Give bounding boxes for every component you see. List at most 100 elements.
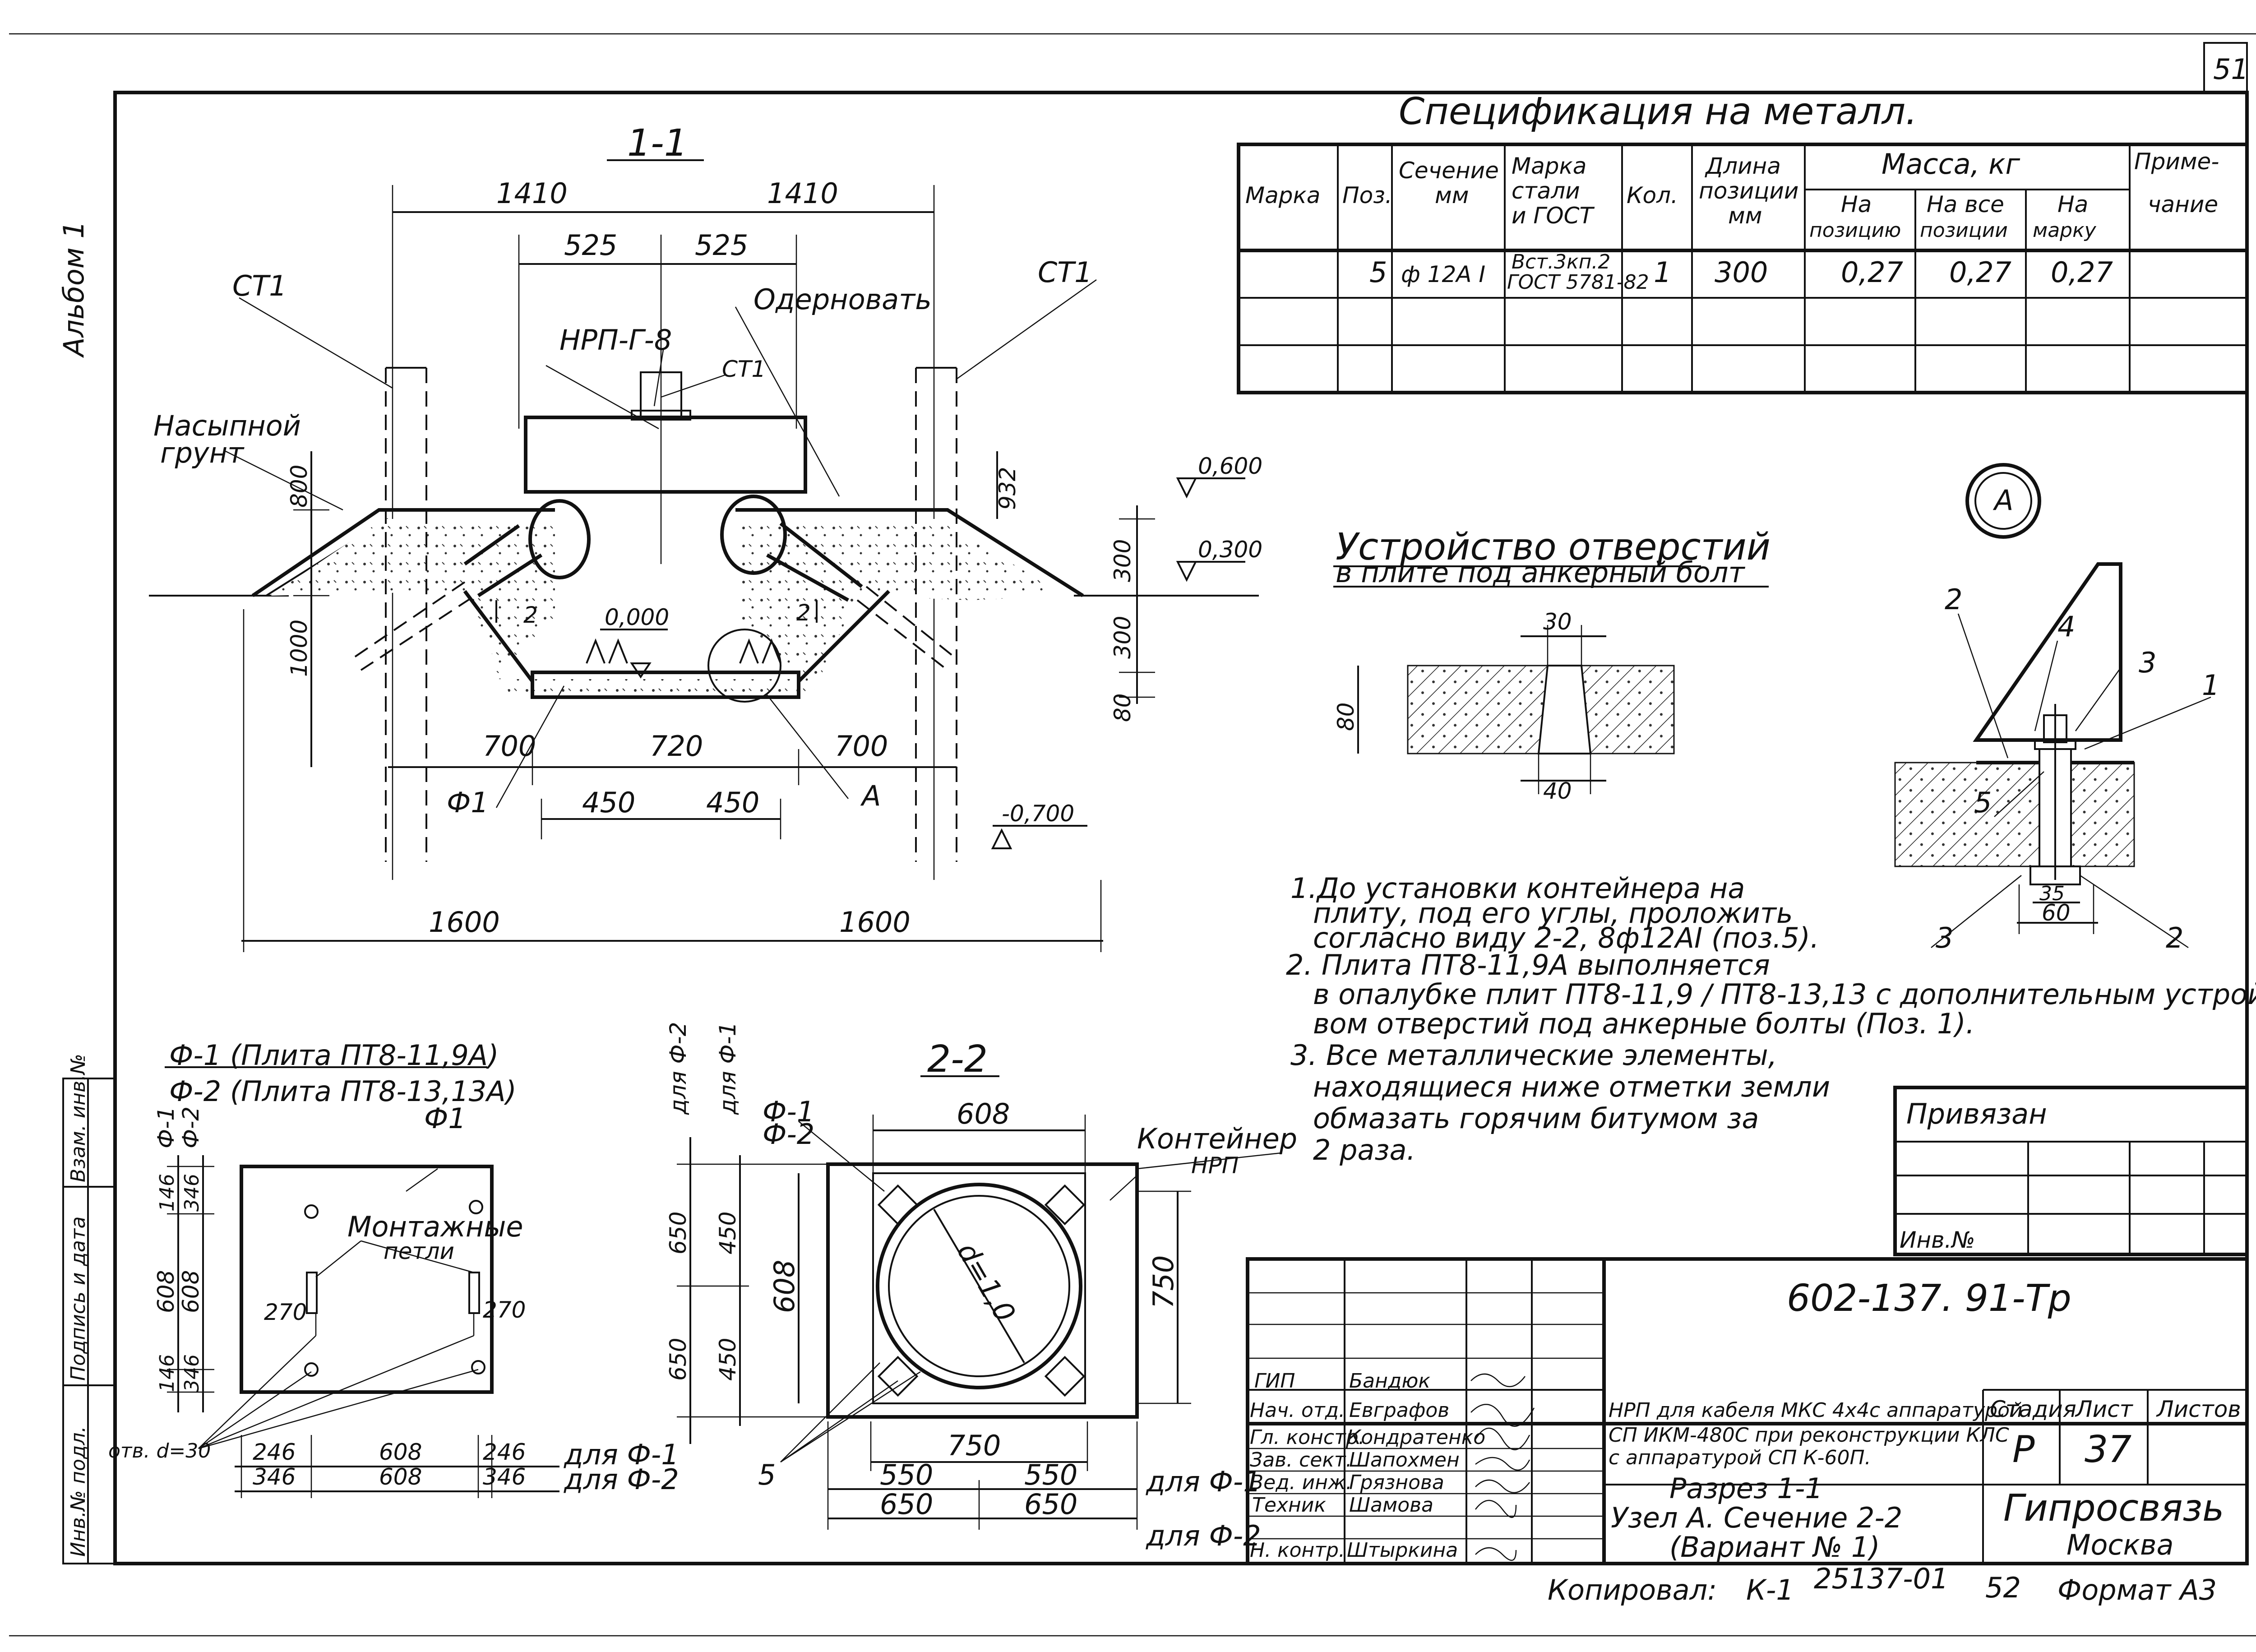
sheets-header: Листов xyxy=(2156,1396,2241,1422)
holes-title-1: Устройство отверстий xyxy=(1336,526,1771,569)
sheet-frame xyxy=(9,33,2256,1637)
node-a-dim-60: 60 xyxy=(2042,900,2071,926)
plan-dim-146-bottom: 146 xyxy=(156,1354,179,1392)
stamp-signature-date: Подпись и дата xyxy=(67,1217,90,1381)
plan-title-2: Ф-2 (Плита ПТ8-13,13А) xyxy=(169,1075,517,1108)
spec-h-len-2: позиции xyxy=(1699,178,1798,204)
plan-dim-346-top: 346 xyxy=(180,1174,203,1212)
view-label-f1: Ф-1 xyxy=(763,1095,814,1128)
desc-line-2: СП ИКМ-480С при реконструкции КЛС xyxy=(1609,1424,2009,1447)
spec-h-steel-3: и ГОСТ xyxy=(1512,203,1595,229)
plan-dim-270-right: 270 xyxy=(483,1297,526,1323)
spec-table-grid xyxy=(1237,143,2249,394)
sheet-header: Лист xyxy=(2075,1396,2134,1422)
dim-1410-left: 1410 xyxy=(496,177,568,210)
plan-b346-right: 346 xyxy=(483,1464,526,1490)
spec-h-qty: Кол. xyxy=(1627,182,1678,208)
album-label: Альбом 1 xyxy=(57,221,90,358)
plan-f1-f2-drawing xyxy=(165,1066,559,1498)
cut-2-right: 2 xyxy=(796,600,811,626)
dim-720: 720 xyxy=(650,730,703,763)
level-0600: 0,600 xyxy=(1198,453,1262,479)
node-a-pos-2-top: 2 xyxy=(1945,583,1962,616)
plan-b246-right: 246 xyxy=(483,1439,526,1465)
spec-row-m-all: 0,27 xyxy=(1949,256,2011,289)
side-stamp xyxy=(62,1078,116,1564)
spec-h-all-pos-1: На все xyxy=(1927,191,2004,217)
spec-row-steel-1: Вст.3кп.2 xyxy=(1512,250,1610,273)
spec-h-per-mark-2: марку xyxy=(2033,219,2097,242)
view-diameter: d=1,0 xyxy=(951,1237,1022,1328)
copied-sign: К-1 xyxy=(1746,1573,1794,1606)
view-v650-top: 650 xyxy=(665,1212,691,1254)
spec-h-note-2: чание xyxy=(2148,191,2218,217)
spec-h-section-2: мм xyxy=(1435,182,1469,208)
notes-block: 1.До установки контейнера на плиту, под … xyxy=(1286,872,2256,1166)
inv-code: 25137-01 xyxy=(1814,1562,1949,1595)
copied-label: Копировал: xyxy=(1548,1573,1717,1606)
level-0300: 0,300 xyxy=(1198,537,1262,563)
view-b550-left: 550 xyxy=(880,1458,933,1491)
dim-300-lower: 300 xyxy=(1110,616,1136,659)
view-v450-bottom: 450 xyxy=(715,1338,741,1381)
note-line: 1.До установки контейнера на xyxy=(1290,872,1745,905)
spec-h-mark: Марка xyxy=(1245,182,1320,208)
node-a-pos-2-bottom: 2 xyxy=(2166,921,2183,954)
section-1-1-drawing xyxy=(149,159,1259,952)
spec-row-qty: 1 xyxy=(1654,256,1671,289)
note-line: обмазать горячим битумом за xyxy=(1313,1102,1759,1135)
holes-dim-30: 30 xyxy=(1543,609,1572,635)
sheet-number: 51 xyxy=(2213,53,2249,86)
node-a-circle-label: А xyxy=(1992,484,2013,517)
view-for-f1-top: для Ф-1 xyxy=(715,1022,741,1115)
name-shamova: Шамова xyxy=(1349,1494,1433,1517)
privyazan-title: Привязан xyxy=(1906,1097,2047,1130)
dim-450-left: 450 xyxy=(582,786,635,819)
plan-dim-146-top: 146 xyxy=(156,1174,179,1212)
dim-1600-right: 1600 xyxy=(839,906,911,939)
plan-title-1: Ф-1 (Плита ПТ8-11,9А) xyxy=(169,1039,499,1072)
privyazan-box xyxy=(1893,1086,2249,1256)
plan-b608-bottom: 608 xyxy=(379,1464,422,1490)
role-gl-konstr: Гл. констр. xyxy=(1250,1426,1365,1449)
holes-dim-80: 80 xyxy=(1333,702,1359,731)
label-nrp: НРП-Г-8 xyxy=(559,324,672,356)
dim-450-right: 450 xyxy=(706,786,759,819)
role-ved-inzh: Вед. инж. xyxy=(1250,1471,1352,1494)
plan-f1: Ф1 xyxy=(424,1102,466,1135)
org-name: Гипросвязь xyxy=(2003,1487,2224,1530)
note-line: 3. Все металлические элементы, xyxy=(1290,1039,1777,1072)
name-gryaznova: Грязнова xyxy=(1349,1471,1444,1494)
plan-for-f1: для Ф-1 xyxy=(564,1438,679,1471)
desc-line-3: с аппаратурой СП К-60П. xyxy=(1609,1446,1871,1469)
level-0000: 0,000 xyxy=(605,604,669,630)
label-f1: Ф1 xyxy=(447,786,489,819)
holes-title-2: в плите под анкерный болт xyxy=(1336,556,1745,589)
stage-value: Р xyxy=(2012,1428,2035,1471)
name-line-1: Разрез 1-1 xyxy=(1669,1472,1823,1505)
plan-dim-608-a: 608 xyxy=(153,1270,179,1313)
stamp-replace-inv: Взам. инв.№ xyxy=(67,1054,90,1182)
doc-code: 602-137. 91-Тр xyxy=(1787,1277,2071,1320)
level-minus-0700: -0,700 xyxy=(1002,801,1074,827)
node-a-pos-1: 1 xyxy=(2202,669,2219,702)
view-for-f2-top: для Ф-2 xyxy=(665,1022,691,1115)
spec-h-mass: Масса, кг xyxy=(1882,148,2020,180)
name-line-2: Узел А. Сечение 2-2 xyxy=(1611,1501,1902,1534)
spec-h-per-pos-2: позицию xyxy=(1809,219,1901,242)
label-ct1-mid: СТ1 xyxy=(722,356,766,382)
holes-dim-40: 40 xyxy=(1543,778,1572,804)
label-ct1-right: СТ1 xyxy=(1038,256,1092,289)
view-bfor-f1: для Ф-1 xyxy=(1146,1465,1261,1498)
label-oderno: Одерновать xyxy=(754,283,932,316)
node-a-pos-3-top: 3 xyxy=(2139,646,2156,679)
view-bfor-f2: для Ф-2 xyxy=(1146,1519,1261,1552)
dim-525-left: 525 xyxy=(564,229,617,262)
spec-title: Спецификация на металл. xyxy=(1399,90,1917,133)
desc-line-1: НРП для кабеля МКС 4х4с аппаратурой xyxy=(1609,1399,2023,1422)
node-a-dim-35: 35 xyxy=(2039,882,2065,905)
spec-row-m-mark: 0,27 xyxy=(2051,256,2113,289)
dim-1600-left: 1600 xyxy=(429,906,500,939)
spec-h-all-pos-2: позиции xyxy=(1920,219,2008,242)
